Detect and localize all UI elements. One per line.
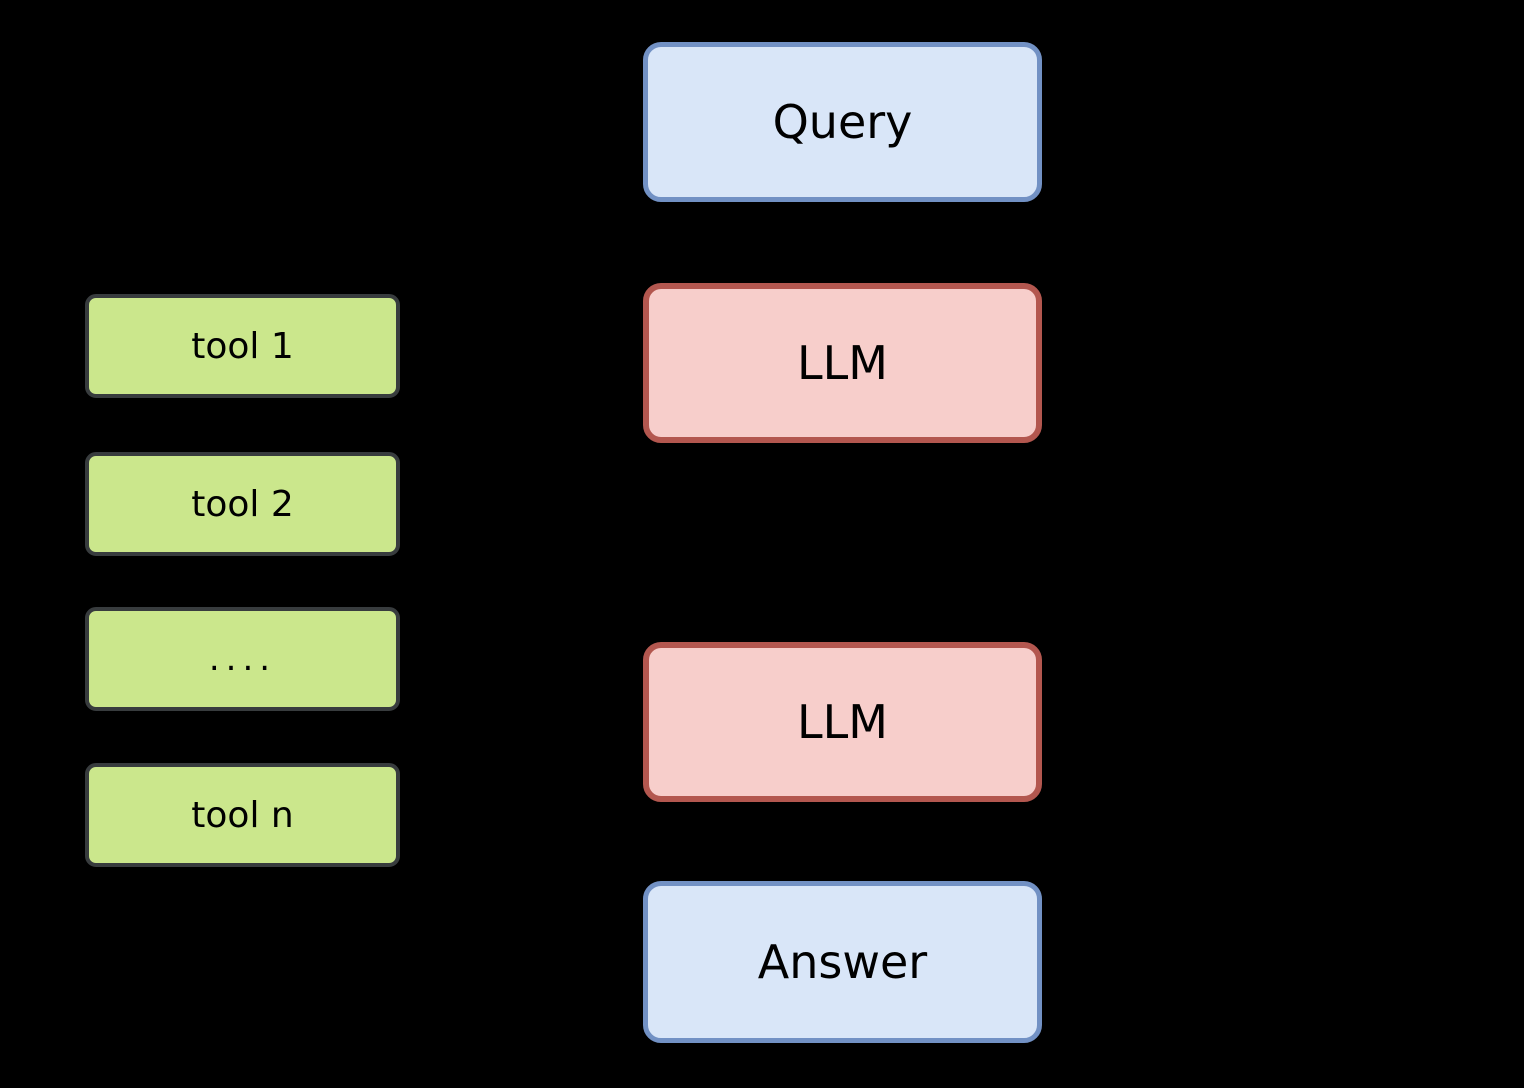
llm-bottom-label: LLM (797, 695, 888, 749)
tool-1-node: tool 1 (85, 294, 400, 398)
llm-top-label: LLM (797, 336, 888, 390)
tool-ellipsis-label: .... (208, 639, 277, 679)
tool-ellipsis-node: .... (85, 607, 400, 711)
llm-bottom-node: LLM (643, 642, 1042, 802)
answer-node: Answer (643, 881, 1042, 1043)
tool-1-label: tool 1 (191, 325, 294, 367)
query-label: Query (772, 95, 913, 149)
tool-2-label: tool 2 (191, 483, 294, 525)
tool-n-node: tool n (85, 763, 400, 867)
tool-2-node: tool 2 (85, 452, 400, 556)
query-node: Query (643, 42, 1042, 202)
llm-top-node: LLM (643, 283, 1042, 443)
answer-label: Answer (757, 935, 928, 989)
tool-n-label: tool n (191, 794, 294, 836)
